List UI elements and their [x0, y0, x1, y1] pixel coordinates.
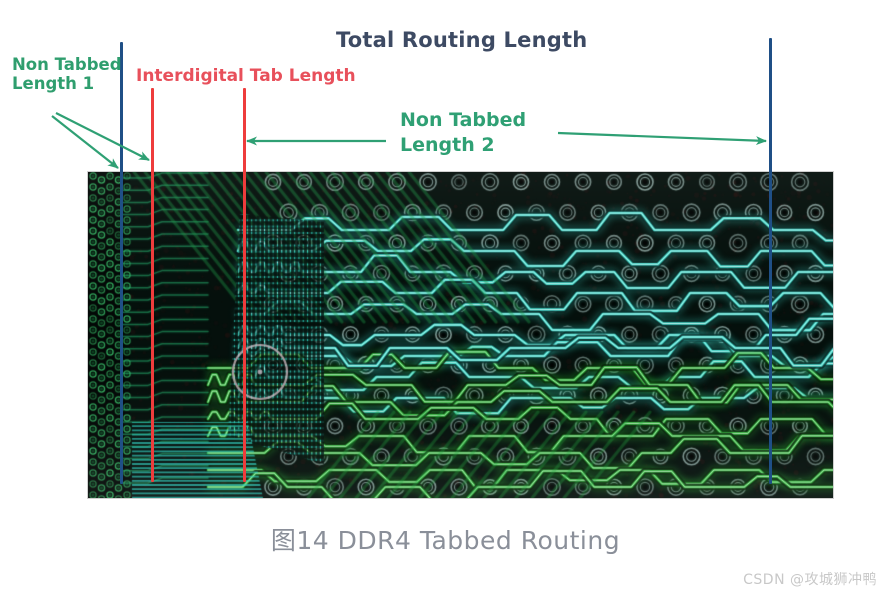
figure-caption: 图14 DDR4 Tabbed Routing	[270, 526, 621, 555]
non-tabbed-length-2-label: Non Tabbed Length 2	[400, 109, 527, 156]
total-routing-start-rule	[120, 42, 123, 484]
csdn-watermark: CSDN @攻城狮冲鸭	[743, 572, 877, 588]
pcb-canvas	[88, 172, 833, 498]
interdigital-tab-end-rule	[243, 88, 246, 482]
pcb-routing-image	[88, 172, 833, 498]
arrow-nontabbed1-to-blue	[51, 115, 119, 169]
total-routing-end-rule	[769, 38, 772, 484]
total-routing-length-title: Total Routing Length	[336, 28, 588, 52]
interdigital-tab-length-label: Interdigital Tab Length	[136, 66, 356, 86]
arrow-nontabbed2-right	[557, 131, 767, 146]
non-tabbed-length-1-label: Non Tabbed Length 1	[12, 55, 122, 94]
arrow-nontabbed1-to-red	[55, 112, 150, 161]
interdigital-tab-start-rule	[151, 88, 154, 482]
